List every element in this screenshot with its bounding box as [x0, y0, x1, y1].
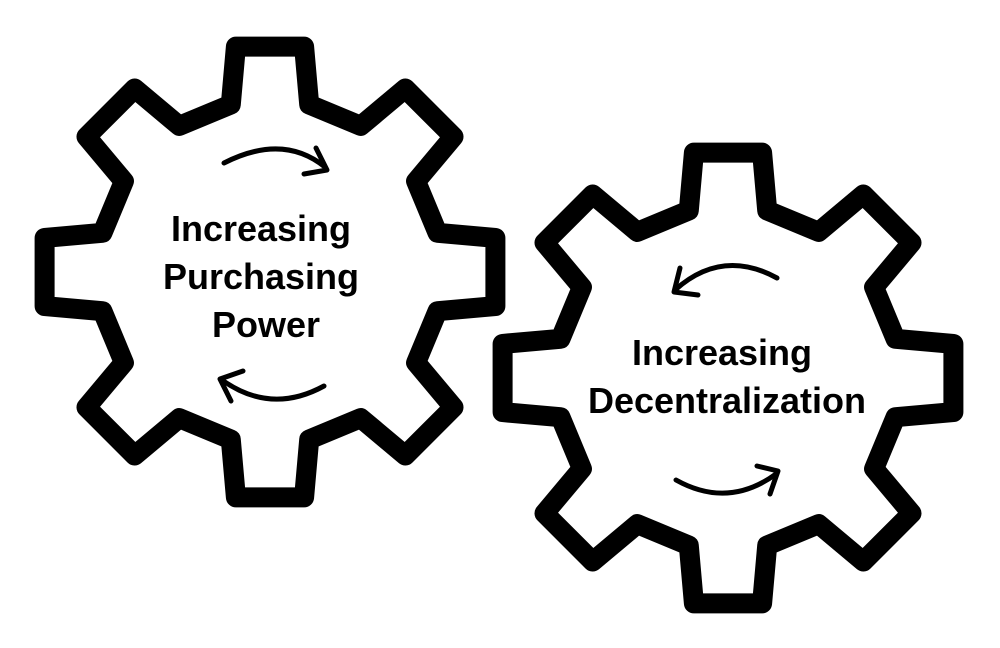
arrowhead-top-icon — [301, 145, 330, 177]
arrowhead-top-right-gear-icon — [671, 265, 701, 298]
gear-label-decentralization: Increasing Decentralization — [588, 332, 866, 421]
gear-decentralization: Increasing Decentralization — [492, 142, 964, 614]
clockwise-arrow-bottom-icon — [219, 377, 327, 402]
label-line: Power — [212, 304, 320, 345]
label-line: Purchasing — [163, 256, 359, 297]
label-line: Increasing — [632, 332, 812, 373]
counterclockwise-arrow-top-icon — [672, 263, 780, 293]
gear-outline-left — [34, 36, 506, 508]
clockwise-arrow-top-icon — [221, 146, 328, 170]
gear-label-purchasing-power: Increasing Purchasing Power — [163, 208, 369, 345]
label-line: Decentralization — [588, 380, 866, 421]
counterclockwise-arrow-bottom-icon — [673, 471, 779, 496]
gear-purchasing-power: Increasing Purchasing Power — [34, 36, 506, 508]
label-line: Increasing — [171, 208, 351, 249]
arrowhead-bottom-icon — [217, 368, 246, 404]
arrowhead-bottom-right-gear-icon — [754, 463, 781, 497]
gear-outline-right — [492, 142, 964, 614]
